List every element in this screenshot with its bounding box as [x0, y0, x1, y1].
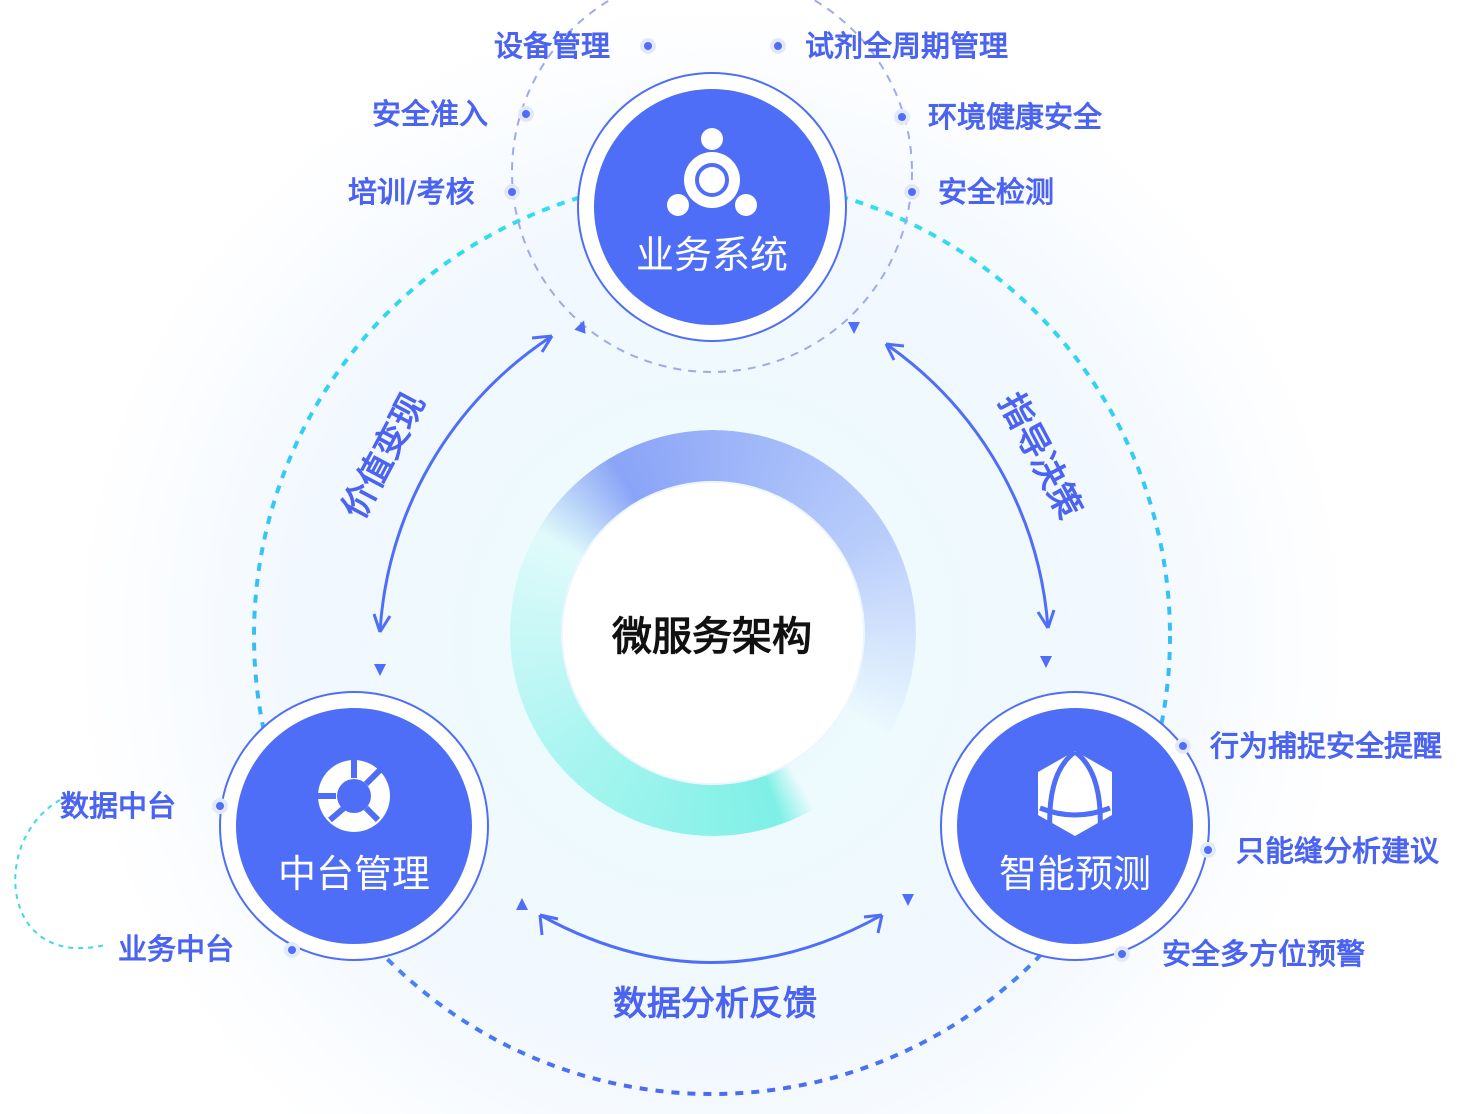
node-top-title: 业务系统: [635, 233, 789, 277]
top-left-item: 培训/考核: [348, 175, 475, 209]
node-right[interactable]: [940, 691, 1210, 961]
arrow-value: [378, 334, 553, 633]
center-circle: [561, 481, 865, 785]
bullets: [212, 38, 1216, 962]
center-title: 微服务架构: [612, 614, 812, 660]
right-item: 行为捕捉安全提醒: [1210, 729, 1443, 763]
hub-icon: [318, 760, 390, 832]
top-right-item: 安全检测: [938, 175, 1055, 209]
left-item: 业务中台: [118, 932, 235, 966]
top-dashed-circle: [511, 0, 913, 373]
arrow-feedback: [539, 913, 883, 964]
top-right-item: 环境健康安全: [928, 100, 1103, 134]
hexagon-globe-icon: [1038, 749, 1112, 836]
sync-network-icon: [667, 128, 757, 216]
flow-label-feedback: 数据分析反馈: [613, 984, 817, 1024]
left-item: 数据中台: [60, 789, 177, 823]
arrow-decision: [885, 342, 1050, 629]
top-right-item: 试剂全周期管理: [805, 29, 1009, 63]
outer-dashed-circle: [252, 176, 1172, 1096]
node-left[interactable]: [219, 691, 489, 961]
top-left-item: 安全准入: [372, 97, 489, 131]
right-item: 只能缝分析建议: [1236, 834, 1440, 868]
left-loop-dashed: [14, 799, 106, 949]
node-left-title: 中台管理: [277, 852, 431, 896]
right-item: 安全多方位预警: [1162, 937, 1366, 971]
node-top[interactable]: [577, 72, 847, 342]
top-left-item: 设备管理: [494, 29, 611, 63]
node-right-title: 智能预测: [998, 852, 1152, 896]
